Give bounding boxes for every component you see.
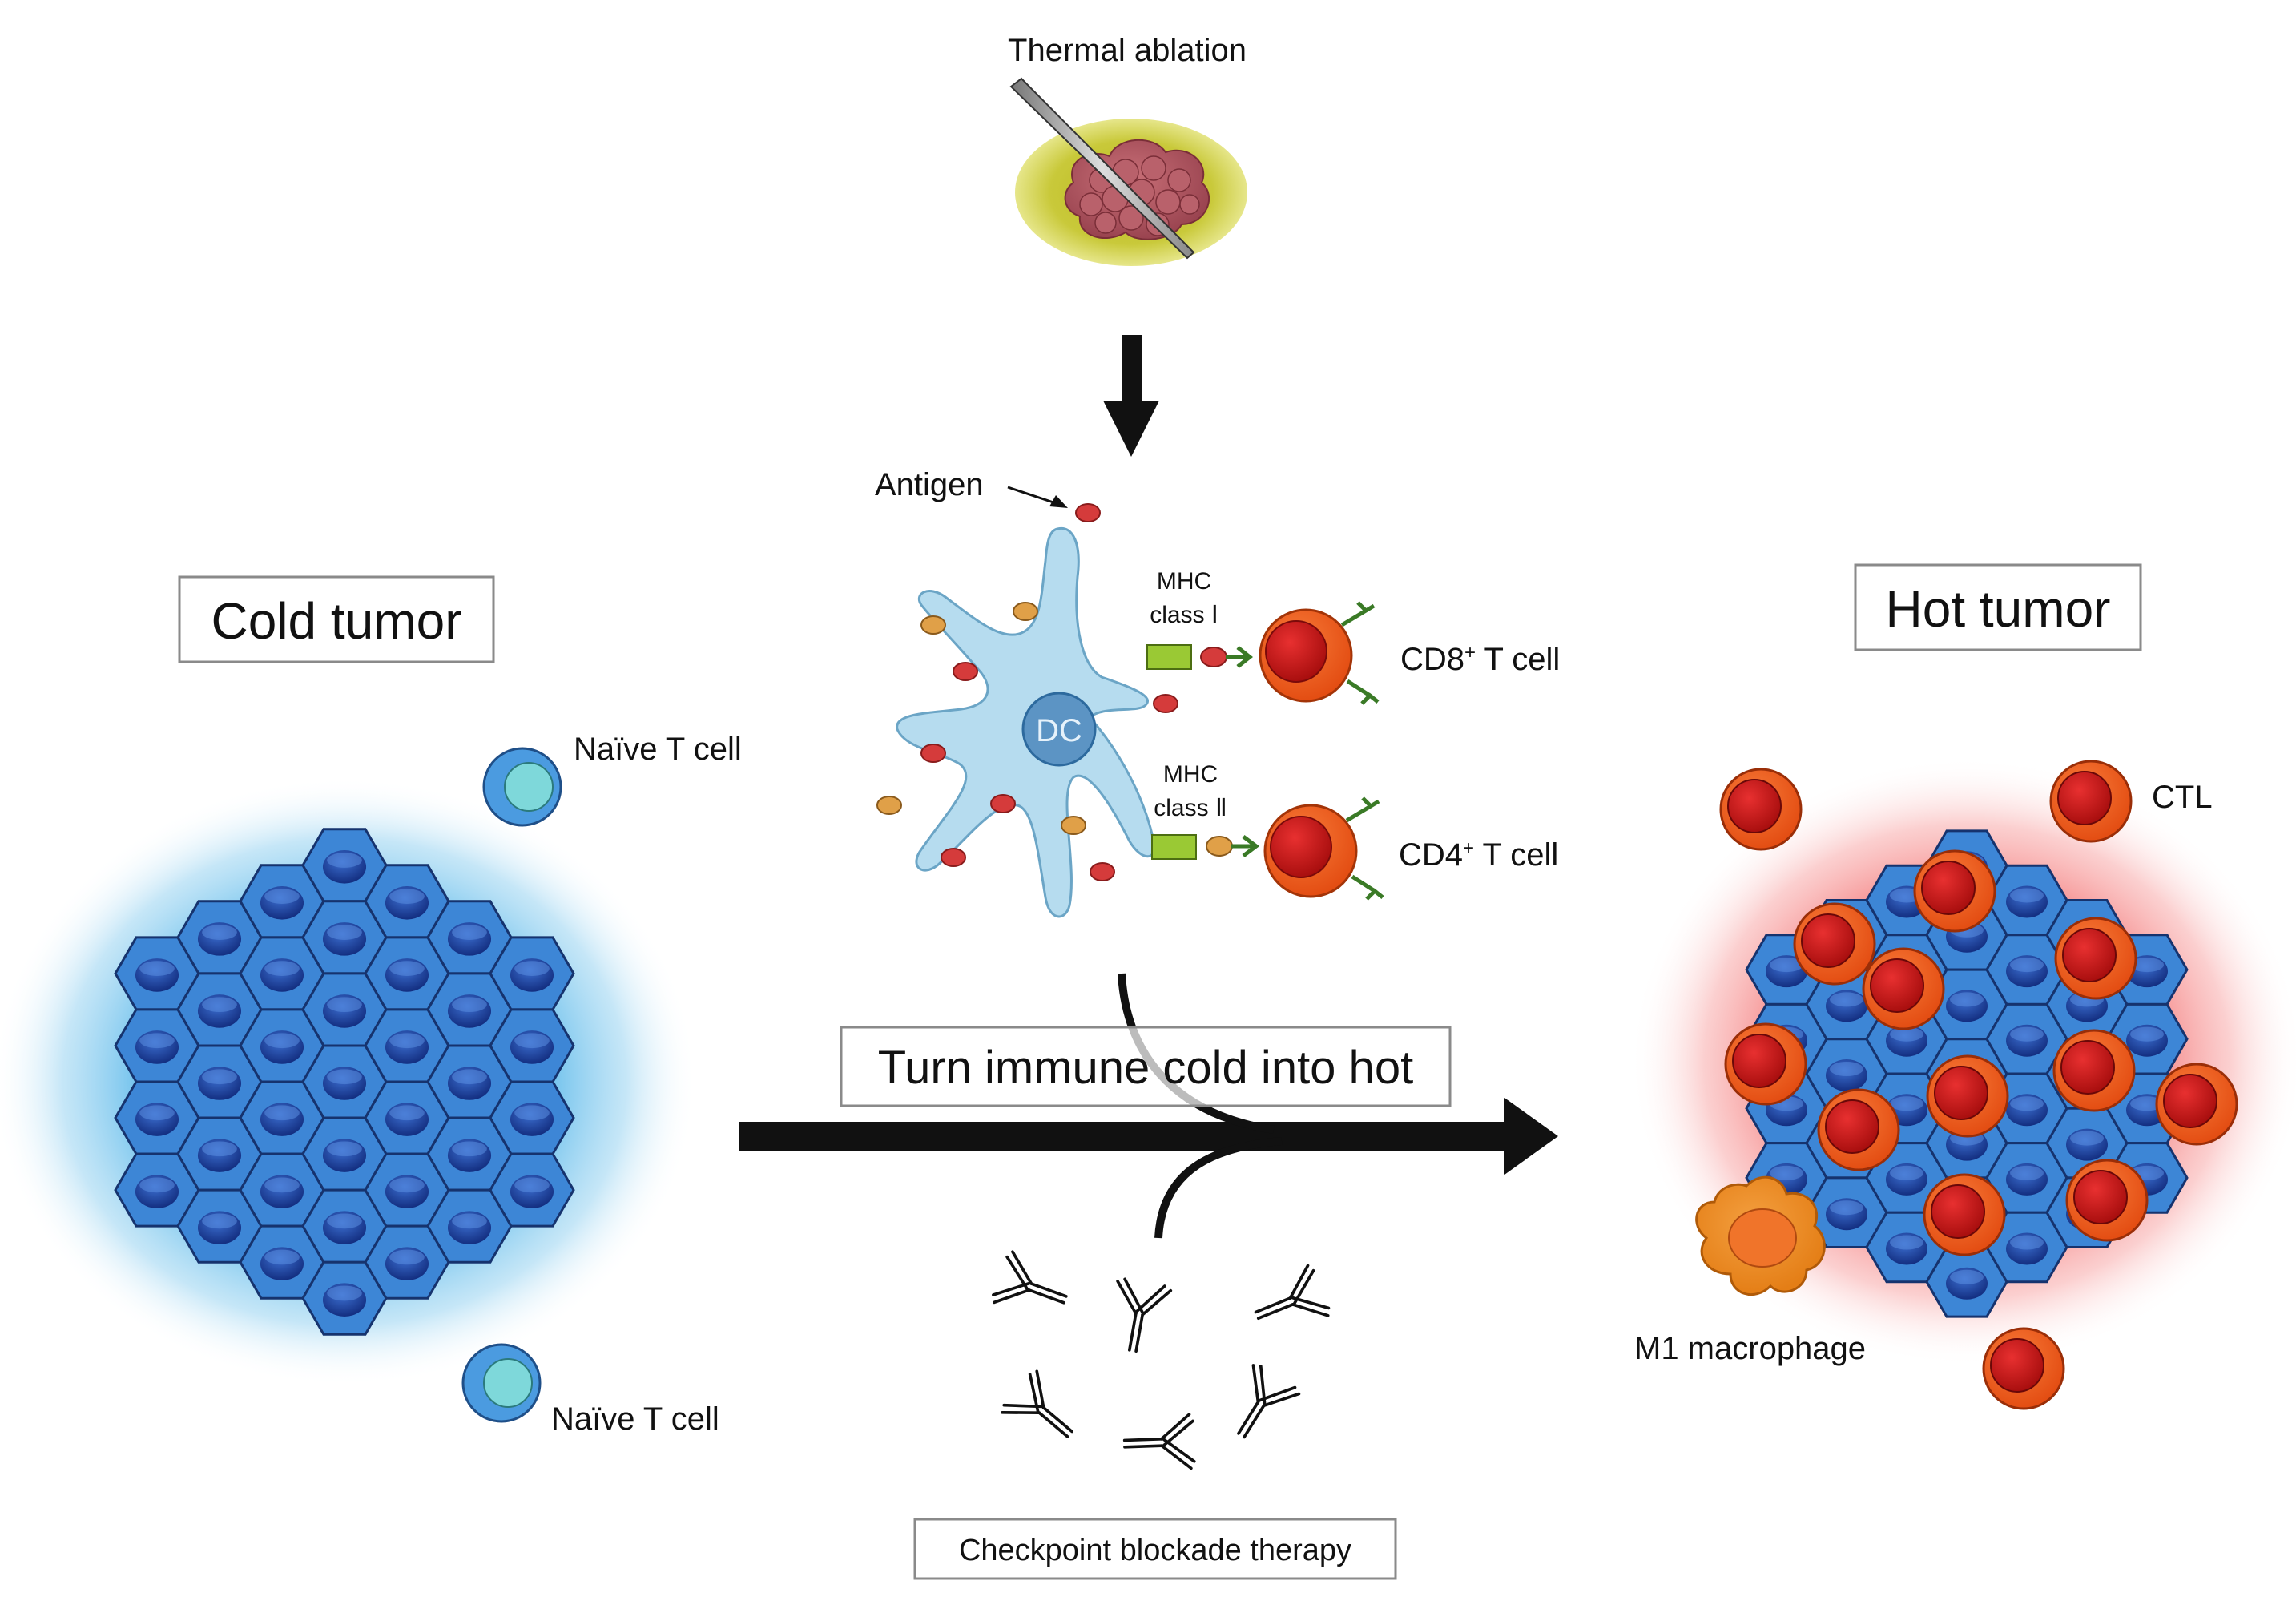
tumor-cell	[176, 900, 263, 975]
antibody-group	[992, 1250, 1331, 1470]
tumor-cell	[1925, 1246, 2008, 1318]
tumor-cell	[301, 1044, 388, 1119]
naive-t-cell-top-label: Naïve T cell	[574, 732, 742, 767]
ctl-cell	[1724, 1022, 1807, 1106]
ctl-cell	[2065, 1159, 2149, 1242]
antigen-particles-orange	[876, 602, 1086, 835]
tumor-cell	[1985, 1211, 2068, 1284]
tumor-cell	[239, 1224, 325, 1300]
tumor-cell	[1865, 1211, 1948, 1284]
down-arrow-icon	[1103, 335, 1159, 457]
antigen-particles	[920, 503, 1178, 881]
tumor-cell	[239, 936, 325, 1011]
antibody-icon	[1001, 1369, 1073, 1438]
antibody-icon	[1254, 1264, 1331, 1321]
antigen-label: Antigen	[875, 467, 984, 502]
ctl-cell	[1926, 1054, 2009, 1138]
tumor-cell	[1865, 1142, 1948, 1214]
cold-tumor-cell-cluster	[114, 828, 575, 1336]
ctl-cell	[2049, 760, 2133, 843]
cd4-t-cell-label: CD4+ T cell	[1399, 837, 1558, 873]
tumor-cell	[1925, 968, 2008, 1041]
tumor-cell	[364, 1008, 450, 1083]
naive-t-cell-top	[482, 747, 562, 827]
tumor-cell	[489, 1152, 575, 1228]
ctl-cell	[2054, 917, 2137, 1000]
tumor-cell	[489, 936, 575, 1011]
hot-tumor-box: Hot tumor	[1854, 563, 2142, 651]
cd8-t-cell	[1259, 601, 1380, 705]
mhc-class-1-complex	[1146, 644, 1254, 670]
mhc-class-2-label: class Ⅱ	[1154, 795, 1227, 821]
mhc-2-label: MHC	[1163, 761, 1218, 788]
checkpoint-merge-curve	[1154, 1137, 1283, 1239]
tumor-cell	[301, 828, 388, 903]
ctl-cell	[1982, 1327, 2065, 1410]
ctl-cell	[2052, 1029, 2136, 1112]
mhc-1-label: MHC	[1157, 568, 1211, 595]
ctl-cell	[1817, 1088, 1900, 1171]
antibody-icon	[1237, 1364, 1301, 1439]
turn-cold-into-hot-box: Turn immune cold into hot	[840, 1026, 1452, 1107]
tumor-cell	[364, 1080, 450, 1155]
tumor-cell	[1985, 864, 2068, 937]
tumor-cell	[114, 1080, 200, 1155]
dc-label: DC	[1036, 713, 1082, 748]
naive-t-cell-bottom	[461, 1343, 542, 1423]
dendritic-cell: DC	[896, 526, 1156, 918]
cd8-t-cell-label: CD8+ T cell	[1400, 642, 1560, 677]
checkpoint-blockade-label: Checkpoint blockade therapy	[959, 1534, 1351, 1567]
ctl-cell	[1913, 849, 1996, 933]
cold-tumor-label: Cold tumor	[211, 592, 462, 650]
mhc-class-1-label: class Ⅰ	[1150, 602, 1218, 628]
ctl-cell	[1862, 947, 1945, 1030]
tumor-cell	[301, 900, 388, 975]
tumor-cell	[426, 972, 513, 1047]
m1-macrophage-label: M1 macrophage	[1634, 1331, 1866, 1366]
m1-macrophage	[1695, 1175, 1826, 1296]
antigen-pointer-arrow	[1007, 486, 1068, 508]
thermal-ablation-label: Thermal ablation	[1008, 33, 1247, 68]
ctl-cell	[1923, 1173, 2006, 1256]
tumor-cell	[364, 1224, 450, 1300]
tumor-cell	[176, 1188, 263, 1264]
tumor-cell	[364, 1152, 450, 1228]
thermal-ablation-icon	[1009, 77, 1247, 266]
cold-tumor-box: Cold tumor	[178, 575, 495, 663]
ctl-label: CTL	[2152, 780, 2213, 815]
antibody-icon	[992, 1250, 1068, 1305]
tumor-cell	[301, 972, 388, 1047]
cd4-t-cell	[1263, 796, 1384, 901]
tumor-cell	[301, 1188, 388, 1264]
naive-t-cell-bottom-label: Naïve T cell	[551, 1401, 719, 1437]
ctl-cell-group	[1719, 760, 2238, 1410]
tumor-cell	[1805, 1176, 1888, 1248]
tumor-cell	[176, 1116, 263, 1192]
ctl-cell	[2155, 1063, 2238, 1146]
tumor-cell	[426, 1116, 513, 1192]
tumor-cell	[176, 972, 263, 1047]
tumor-cell	[364, 864, 450, 939]
hot-tumor-label: Hot tumor	[1886, 580, 2111, 638]
checkpoint-blockade-box: Checkpoint blockade therapy	[913, 1518, 1397, 1580]
tumor-cell	[301, 1260, 388, 1336]
ctl-cell	[1719, 768, 1803, 851]
antibody-icon	[1122, 1413, 1196, 1470]
tumor-cell	[489, 1008, 575, 1083]
tumor-cell	[426, 1188, 513, 1264]
mhc-class-2-complex	[1151, 834, 1260, 860]
turn-cold-into-hot-label: Turn immune cold into hot	[878, 1042, 1413, 1094]
right-arrow-icon	[739, 1098, 1558, 1175]
antibody-icon	[1116, 1277, 1173, 1353]
ctl-cell	[1793, 902, 1876, 986]
